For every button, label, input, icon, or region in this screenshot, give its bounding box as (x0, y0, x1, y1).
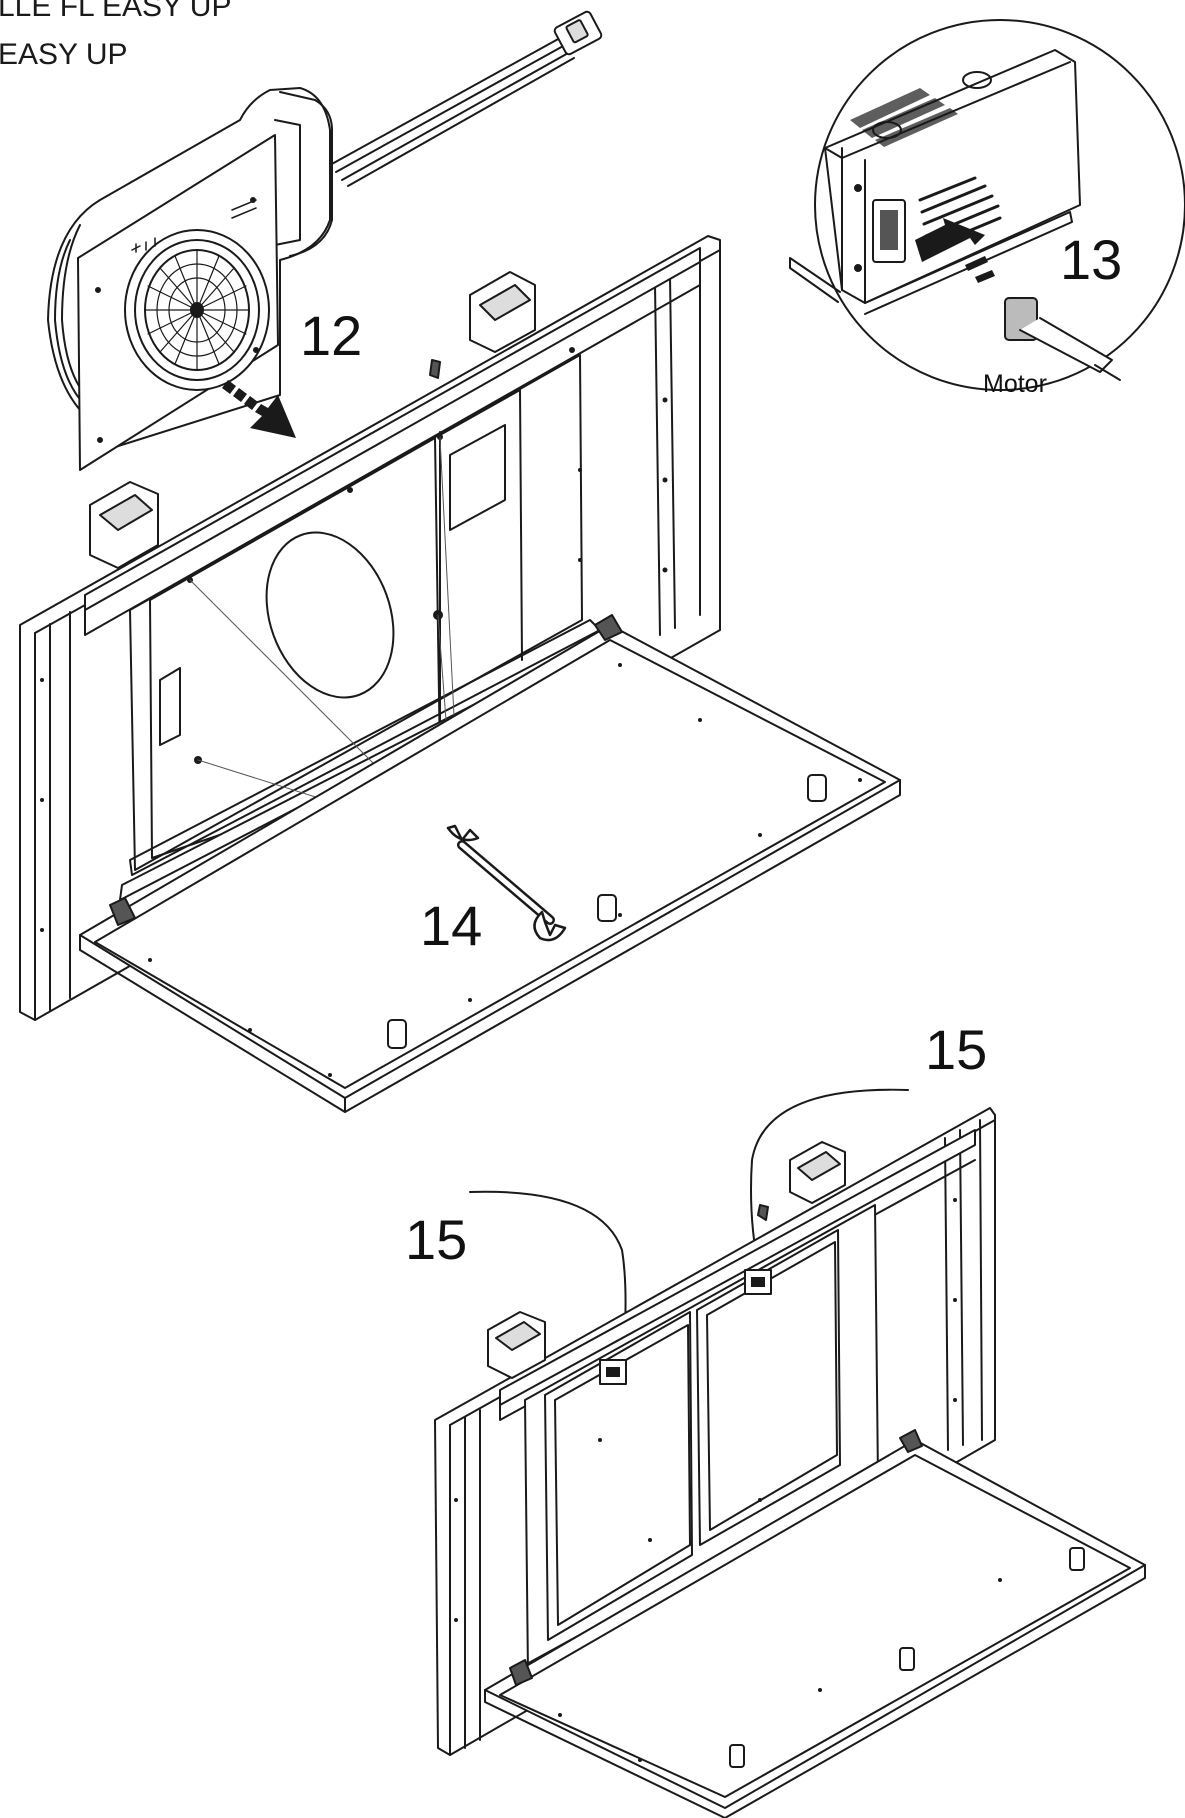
callout-step-15-right: 15 (925, 1018, 988, 1081)
insert-arrow-12 (222, 380, 296, 438)
callout-step-12: 12 (300, 304, 363, 367)
hood-frame-open (20, 236, 900, 1112)
callout-step-13: 13 (1060, 228, 1123, 291)
inset-motor-label: Motor (983, 370, 1047, 398)
hood-frame-closed (435, 1090, 1145, 1818)
callout-step-14: 14 (420, 894, 483, 957)
motor-blower-unit (48, 10, 603, 470)
header-line-2: EASY UP (0, 38, 128, 71)
connection-detail-inset (790, 20, 1185, 390)
callout-step-15-left: 15 (405, 1208, 468, 1271)
header-line-1: LLE FL EASY UP (0, 0, 232, 23)
